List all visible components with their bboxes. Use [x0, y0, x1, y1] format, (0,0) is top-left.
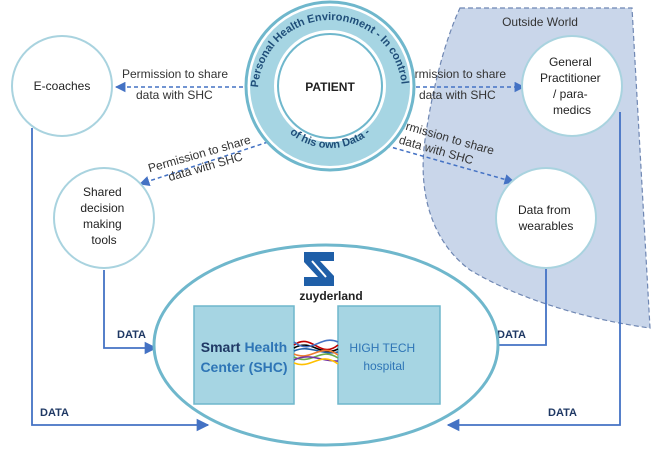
wearables-label: Data from wearables — [518, 203, 574, 233]
data-label-inner-left: DATA — [117, 329, 146, 341]
permission-label-left: Permission to share data with SHC — [122, 67, 231, 102]
node-general-practitioner — [521, 35, 623, 137]
permission-arrow-lower-right — [365, 139, 516, 185]
hospital-box — [337, 305, 441, 405]
permission-label-lower-left: Permission to share data with SHC — [146, 132, 259, 189]
outside-world-title: Outside World — [502, 15, 578, 29]
shc-label-line2: Center (SHC) — [200, 359, 287, 375]
patient-ring-band — [250, 6, 410, 166]
shc-box — [193, 305, 295, 405]
permission-arrow-lower-left — [139, 141, 269, 187]
patient-label: PATIENT — [305, 80, 355, 94]
inner-data-line-left — [103, 270, 158, 355]
ecoaches-label: E-coaches — [34, 79, 91, 93]
hospital-label: HIGH TECH hospital — [349, 341, 418, 373]
inner-data-line-right — [476, 268, 547, 352]
outer-data-line-left — [31, 128, 210, 432]
shared-decision-label: Shared decision making tools — [80, 185, 127, 247]
data-label-inner-right: DATA — [497, 329, 526, 341]
zuyderland-logo — [300, 250, 340, 286]
logo-text: zuyderland — [299, 289, 362, 303]
data-label-outer-left: DATA — [40, 407, 69, 419]
patient-inner-circle — [277, 33, 383, 139]
permission-label-right: Permission to share data with SHC — [400, 67, 509, 102]
data-label-outer-right: DATA — [548, 407, 577, 419]
node-ecoaches — [11, 35, 113, 137]
outer-data-line-right — [446, 112, 621, 432]
node-wearables — [495, 167, 597, 269]
gp-label: General Practitioner / para- medics — [540, 55, 604, 117]
node-shared-decision — [53, 167, 155, 269]
cable-bundle — [293, 339, 339, 366]
